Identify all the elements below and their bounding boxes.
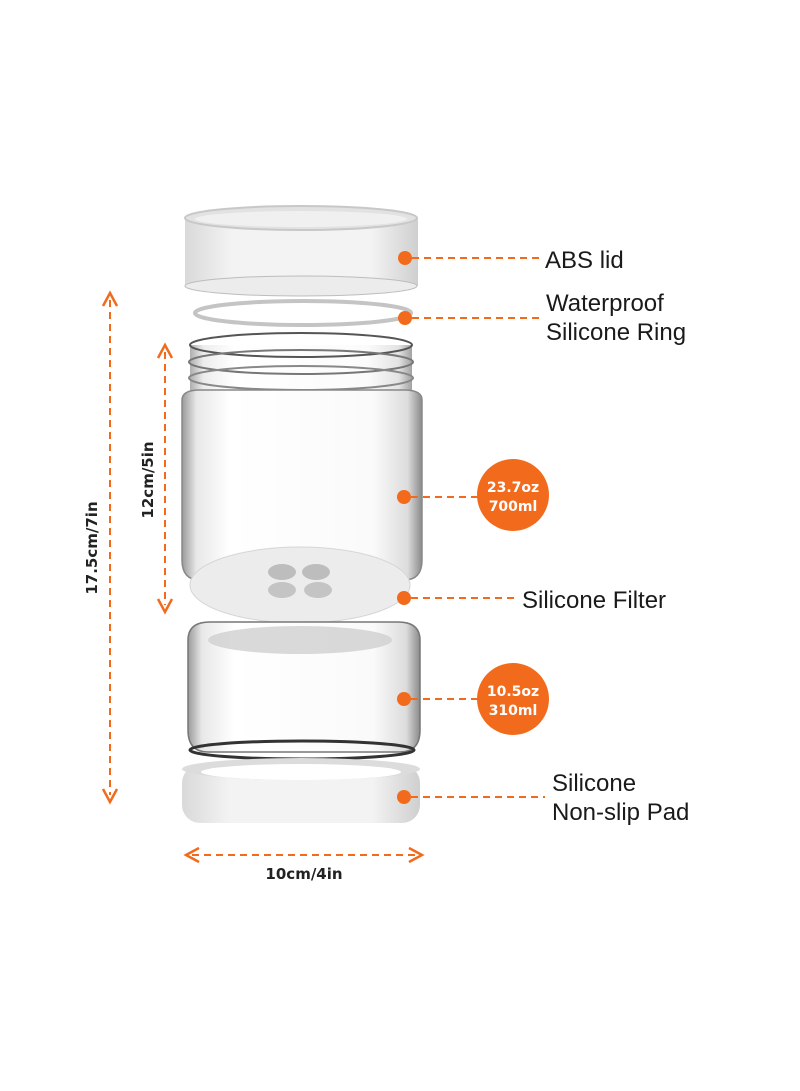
silicone-ring bbox=[193, 299, 413, 327]
callout-dot bbox=[397, 692, 411, 706]
callout-dot bbox=[398, 311, 412, 325]
dimension-width: 10cm/4in bbox=[183, 846, 425, 883]
capacity-badge-lower bbox=[477, 663, 549, 735]
label-abs-lid: ABS lid bbox=[545, 247, 624, 274]
arrow-down-icon bbox=[156, 598, 174, 615]
arrow-up-icon bbox=[101, 290, 119, 307]
width-label: 10cm/4in bbox=[265, 865, 342, 883]
callout-dot bbox=[397, 790, 411, 804]
capacity-badge-upper bbox=[477, 459, 549, 531]
callout-pad: Silicone Non-slip Pad bbox=[397, 770, 689, 826]
dimension-jar-height: 12cm/5in bbox=[139, 342, 174, 615]
arrow-right-icon bbox=[408, 846, 425, 864]
upper-glass-jar bbox=[181, 332, 423, 581]
callout-lower-capacity: 10.5oz 310ml bbox=[397, 663, 549, 735]
callout-ring: Waterproof Silicone Ring bbox=[398, 290, 686, 346]
callout-dot bbox=[397, 591, 411, 605]
label-waterproof: Waterproof bbox=[546, 290, 664, 317]
callout-lid: ABS lid bbox=[398, 247, 624, 274]
lower-oz: 10.5oz bbox=[487, 684, 539, 700]
label-silicone-ring: Silicone Ring bbox=[546, 319, 686, 346]
silicone-filter bbox=[189, 546, 411, 624]
total-height-label: 17.5cm/7in bbox=[83, 501, 101, 594]
jar-height-label: 12cm/5in bbox=[139, 441, 157, 518]
arrow-down-icon bbox=[101, 788, 119, 805]
callout-dot bbox=[398, 251, 412, 265]
callout-upper-capacity: 23.7oz 700ml bbox=[397, 459, 549, 531]
arrow-left-icon bbox=[183, 846, 200, 864]
label-silicone-filter: Silicone Filter bbox=[522, 587, 666, 614]
callout-dot bbox=[397, 490, 411, 504]
label-silicone: Silicone bbox=[552, 770, 636, 797]
upper-oz: 23.7oz bbox=[487, 480, 539, 496]
upper-ml: 700ml bbox=[489, 499, 538, 515]
label-non-slip-pad: Non-slip Pad bbox=[552, 799, 689, 826]
lower-ml: 310ml bbox=[489, 703, 538, 719]
silicone-non-slip-pad bbox=[182, 758, 420, 823]
lower-glass-jar bbox=[187, 621, 421, 761]
abs-lid bbox=[184, 205, 418, 297]
dimension-total-height: 17.5cm/7in bbox=[83, 290, 119, 805]
callout-filter: Silicone Filter bbox=[397, 587, 666, 614]
arrow-up-icon bbox=[156, 342, 174, 359]
